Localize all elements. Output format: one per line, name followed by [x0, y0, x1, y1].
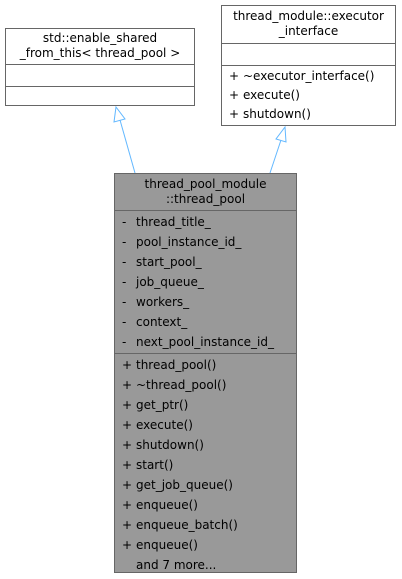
attribute-name: context_	[136, 315, 188, 329]
inheritance-line-right	[269, 139, 282, 174]
method-name: execute()	[136, 418, 193, 432]
method-row[interactable]: +thread_pool()	[122, 355, 296, 375]
visibility-marker: +	[122, 378, 133, 392]
method-row[interactable]: +~executor_interface()	[229, 67, 395, 86]
method-row[interactable]: +enqueue()	[122, 535, 296, 555]
method-name: ~executor_interface()	[243, 69, 375, 83]
methods-section: +thread_pool() +~thread_pool() +get_ptr(…	[115, 353, 296, 575]
method-row[interactable]: +shutdown()	[122, 435, 296, 455]
method-name: ~thread_pool()	[136, 378, 227, 392]
visibility-marker: -	[122, 295, 127, 309]
visibility-marker: -	[122, 275, 127, 289]
visibility-marker: +	[229, 107, 240, 121]
visibility-marker: +	[122, 538, 133, 552]
attributes-section: -thread_title_ -pool_instance_id_ -start…	[115, 210, 296, 353]
visibility-marker: -	[122, 315, 127, 329]
class-title-line: ::thread_pool	[165, 192, 246, 206]
class-title-line: thread_pool_module	[144, 177, 267, 191]
class-title: std::enable_shared _from_this< thread_po…	[6, 29, 194, 64]
inheritance-arrowhead-left	[113, 105, 126, 123]
method-name: execute()	[243, 88, 300, 102]
class-title-line: thread_module::executor	[233, 9, 384, 23]
visibility-marker: +	[229, 69, 240, 83]
visibility-marker: +	[122, 498, 133, 512]
method-name: get_ptr()	[136, 398, 189, 412]
attribute-row[interactable]: -start_pool_	[122, 252, 296, 272]
attributes-section	[6, 64, 194, 86]
methods-section: +~executor_interface() +execute() +shutd…	[222, 65, 395, 126]
class-title: thread_module::executor _interface	[222, 6, 395, 43]
visibility-marker: +	[122, 478, 133, 492]
visibility-marker: -	[122, 255, 127, 269]
more-methods-link[interactable]: and 7 more...	[122, 555, 296, 575]
more-methods-label: and 7 more...	[136, 558, 217, 572]
visibility-marker: +	[122, 418, 133, 432]
method-row[interactable]: +get_job_queue()	[122, 475, 296, 495]
visibility-marker: +	[122, 358, 133, 372]
visibility-marker: +	[122, 398, 133, 412]
visibility-marker: +	[122, 518, 133, 532]
visibility-marker: +	[229, 88, 240, 102]
attributes-section	[222, 43, 395, 65]
visibility-marker: +	[122, 458, 133, 472]
method-row[interactable]: +execute()	[229, 86, 395, 105]
attribute-name: pool_instance_id_	[136, 235, 242, 249]
visibility-marker: -	[122, 235, 127, 249]
method-row[interactable]: +enqueue()	[122, 495, 296, 515]
attribute-row[interactable]: -workers_	[122, 292, 296, 312]
attribute-row[interactable]: -next_pool_instance_id_	[122, 332, 296, 352]
attribute-row[interactable]: -pool_instance_id_	[122, 232, 296, 252]
visibility-marker: -	[122, 215, 127, 229]
class-thread-pool[interactable]: thread_pool_module ::thread_pool -thread…	[114, 173, 297, 573]
method-name: enqueue()	[136, 498, 198, 512]
method-row[interactable]: +~thread_pool()	[122, 375, 296, 395]
attribute-row[interactable]: -context_	[122, 312, 296, 332]
attribute-row[interactable]: -job_queue_	[122, 272, 296, 292]
class-title-line: _interface	[278, 24, 339, 38]
method-name: thread_pool()	[136, 358, 217, 372]
attribute-name: next_pool_instance_id_	[136, 335, 275, 349]
attribute-name: workers_	[136, 295, 190, 309]
inheritance-line-left	[119, 119, 136, 174]
method-name: shutdown()	[136, 438, 204, 452]
class-title-line: _from_this< thread_pool >	[19, 46, 181, 60]
attribute-name: job_queue_	[136, 275, 204, 289]
attribute-row[interactable]: -thread_title_	[122, 212, 296, 232]
attribute-name: start_pool_	[136, 255, 202, 269]
method-name: start()	[136, 458, 174, 472]
method-row[interactable]: +execute()	[122, 415, 296, 435]
methods-section	[6, 86, 194, 106]
method-name: get_job_queue()	[136, 478, 233, 492]
class-executor-interface[interactable]: thread_module::executor _interface +~exe…	[221, 5, 396, 126]
method-name: shutdown()	[243, 107, 311, 121]
class-title-line: std::enable_shared	[42, 31, 158, 45]
method-row[interactable]: +get_ptr()	[122, 395, 296, 415]
inheritance-arrowhead-right	[275, 125, 287, 143]
visibility-marker: +	[122, 438, 133, 452]
visibility-marker: -	[122, 335, 127, 349]
method-name: enqueue()	[136, 538, 198, 552]
class-enable-shared-from-this[interactable]: std::enable_shared _from_this< thread_po…	[5, 28, 195, 106]
method-row[interactable]: +start()	[122, 455, 296, 475]
method-row[interactable]: +shutdown()	[229, 105, 395, 124]
method-row[interactable]: +enqueue_batch()	[122, 515, 296, 535]
attribute-name: thread_title_	[136, 215, 211, 229]
method-name: enqueue_batch()	[136, 518, 238, 532]
class-title: thread_pool_module ::thread_pool	[115, 174, 296, 210]
